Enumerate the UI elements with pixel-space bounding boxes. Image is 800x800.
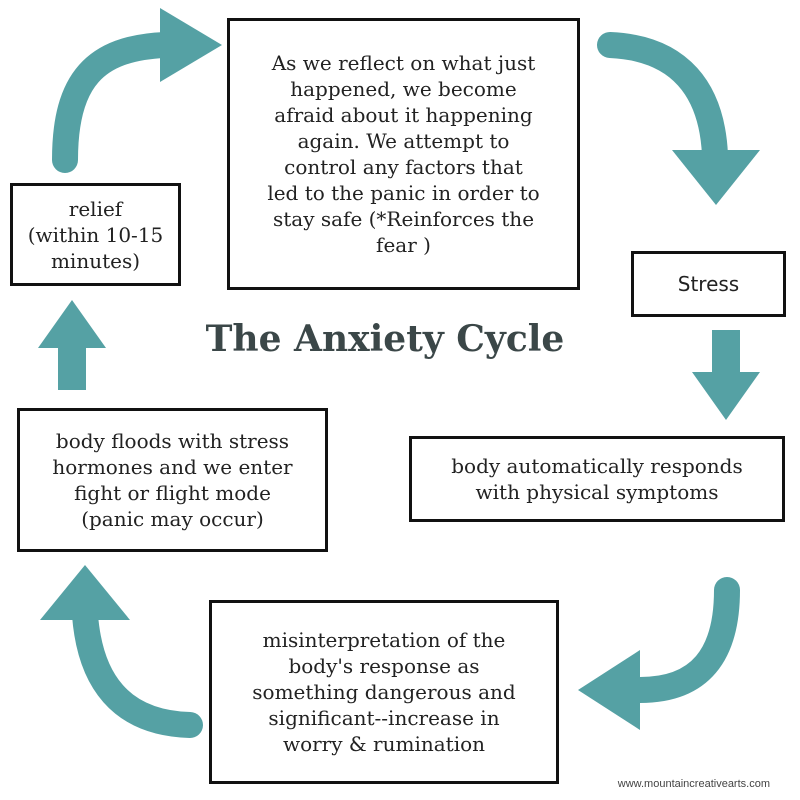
diagram-title: The Anxiety Cycle xyxy=(205,318,565,360)
box-stress-hormones: body floods with stress hormones and we … xyxy=(17,408,328,552)
arrow-floods-to-relief xyxy=(38,300,106,390)
box-relief: relief (within 10-15 minutes) xyxy=(10,183,181,286)
arrow-reflect-to-stress xyxy=(597,32,728,168)
arrow-misinterpretation-to-floods xyxy=(72,602,203,738)
box-misinterpretation: misinterpretation of the body's response… xyxy=(209,600,559,784)
website-credit: www.mountaincreativearts.com xyxy=(617,778,770,790)
arrow-physical-to-misinterpretation xyxy=(627,577,740,703)
arrowhead-reflect-to-stress xyxy=(672,150,760,205)
arrow-stress-to-physical xyxy=(692,330,760,420)
arrow-relief-to-reflect xyxy=(52,32,178,173)
box-reflect: As we reflect on what just happened, we … xyxy=(227,18,580,290)
box-physical-symptoms: body automatically responds with physica… xyxy=(409,436,785,522)
box-stress: Stress xyxy=(631,251,786,317)
arrowhead-misinterpretation-to-floods xyxy=(40,565,130,620)
arrowhead-physical-to-misinterpretation xyxy=(578,650,640,730)
arrowhead-relief-to-reflect xyxy=(160,8,222,82)
